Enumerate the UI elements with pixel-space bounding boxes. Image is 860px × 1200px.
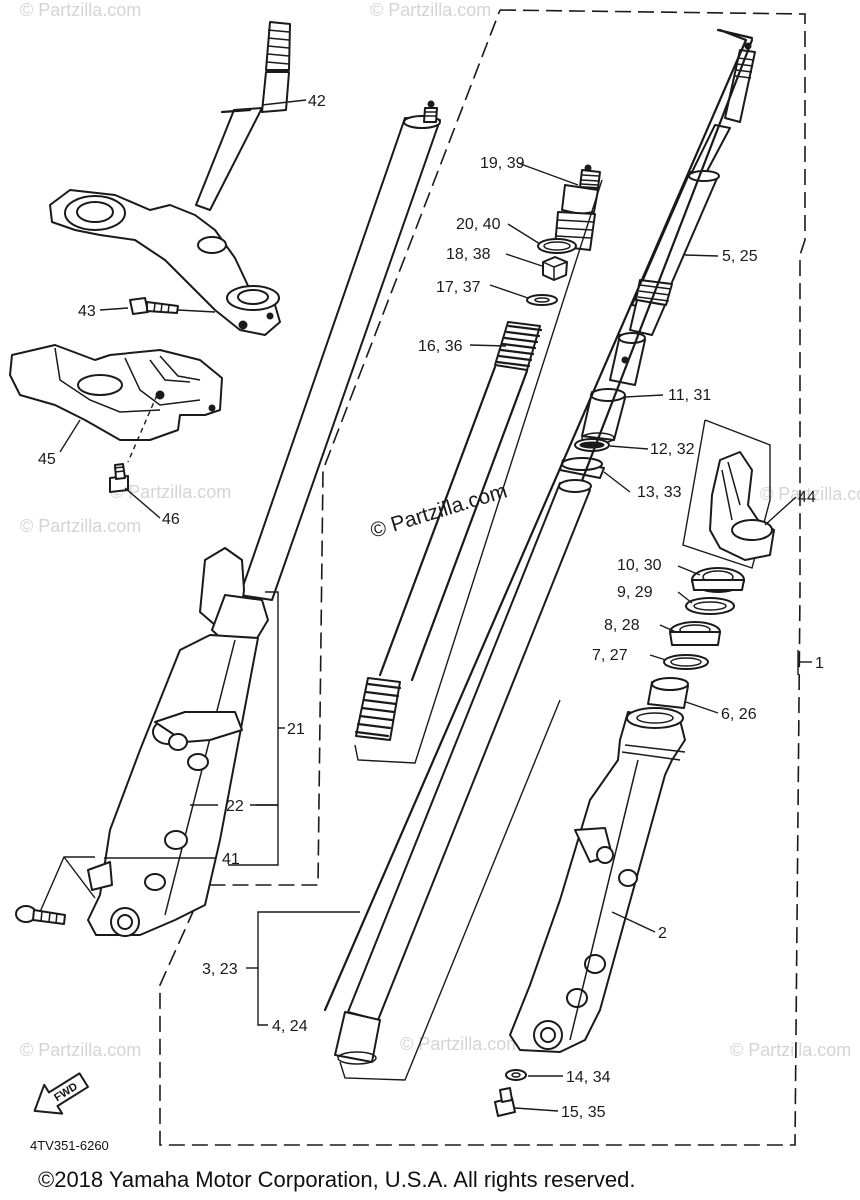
callout-43: 43 <box>78 303 96 320</box>
watermark: © Partzilla.com <box>20 0 141 20</box>
bracket-inner-tube <box>339 699 561 1081</box>
callout-2: 2 <box>658 925 667 942</box>
callout-44: 44 <box>798 489 816 506</box>
callout-45: 45 <box>38 451 56 468</box>
callout-17-37: 17, 37 <box>436 279 481 296</box>
axle-pinch-bolt <box>15 905 66 925</box>
fork-spring-part-16 <box>354 321 543 741</box>
slide-metal-part-6 <box>647 677 689 709</box>
callout-7-27: 7, 27 <box>592 647 628 664</box>
ring-part-12 <box>574 438 610 452</box>
oil-seal-part-8 <box>669 621 721 646</box>
callout-9-29: 9, 29 <box>617 584 653 601</box>
outer-fork-leg-part-2 <box>509 707 686 1053</box>
callout-12-32: 12, 32 <box>650 441 695 458</box>
guard-part-44 <box>709 451 775 561</box>
fork-cover-part-45 <box>9 344 223 441</box>
assembly-boundary-dashed <box>159 9 806 1146</box>
fwd-arrow-icon: FWD <box>33 1072 89 1115</box>
callout-46: 46 <box>162 511 180 528</box>
callout-11-31: 11, 31 <box>668 387 711 404</box>
leader-lines <box>39 99 812 1112</box>
watermark: © Partzilla.com <box>370 0 491 20</box>
copyright-text: ©2018 Yamaha Motor Corporation, U.S.A. A… <box>38 1167 635 1192</box>
callout-8-28: 8, 28 <box>604 617 640 634</box>
watermark: © Partzilla.com <box>400 1034 521 1054</box>
nut-part-18 <box>542 256 568 281</box>
pinch-bolt-part-43 <box>129 297 179 315</box>
oil-lock-piece-part-11 <box>581 388 626 444</box>
callout-18-38: 18, 38 <box>446 246 491 263</box>
callout-22: 22 <box>226 798 244 815</box>
callout-5-25: 5, 25 <box>722 248 758 265</box>
washer-part-17 <box>526 294 558 306</box>
leader-43b <box>177 309 216 313</box>
callout-41: 41 <box>222 851 240 868</box>
slide-metal-part-13 <box>559 457 605 479</box>
inner-fork-tube-part-3 <box>334 479 592 1065</box>
washer-part-7 <box>663 654 709 670</box>
left-fork-tube <box>239 100 441 601</box>
watermark: © Partzilla.com <box>730 1040 851 1060</box>
right-inner-tube-cap <box>716 28 754 40</box>
callout-19-39: 19, 39 <box>480 155 525 172</box>
leader-46-dashed <box>127 394 158 463</box>
damper-rod-part-5 <box>629 42 756 336</box>
left-outer-fork-leg <box>87 547 269 937</box>
watermark: © Partzilla.com <box>20 516 141 536</box>
callout-10-30: 10, 30 <box>617 557 662 574</box>
callout-16-36: 16, 36 <box>418 338 463 355</box>
watermark: © Partzilla.com <box>20 1040 141 1060</box>
callout-14-34: 14, 34 <box>566 1069 611 1086</box>
bracket-spring-to-tube <box>354 179 603 764</box>
callout-labels: 42 43 45 46 21 22 41 19, 39 20, 40 18, 3… <box>38 93 824 1121</box>
callout-42: 42 <box>308 93 326 110</box>
bolt-part-15 <box>494 1087 516 1117</box>
damper-adjuster-part-19 <box>554 164 601 251</box>
o-ring-part-20 <box>537 238 577 254</box>
callout-15-35: 15, 35 <box>561 1104 606 1121</box>
stopper-ring-part-9 <box>685 597 735 615</box>
callout-13-33: 13, 33 <box>637 484 682 501</box>
watermark: © Partzilla.com <box>110 482 231 502</box>
callout-4-24: 4, 24 <box>272 1018 308 1035</box>
dust-seal-part-10 <box>691 567 745 593</box>
callout-3-23: 3, 23 <box>202 961 238 978</box>
under-bracket <box>49 189 281 336</box>
watermark: © Partzilla.com <box>760 484 860 504</box>
callout-20-40: 20, 40 <box>456 216 501 233</box>
callout-21: 21 <box>287 721 305 738</box>
callout-6-26: 6, 26 <box>721 706 757 723</box>
callout-1: 1 <box>815 655 824 672</box>
diagram-code: 4TV351-6260 <box>30 1138 109 1153</box>
gasket-part-14 <box>505 1069 527 1081</box>
steering-stem-part-42 <box>195 21 291 211</box>
